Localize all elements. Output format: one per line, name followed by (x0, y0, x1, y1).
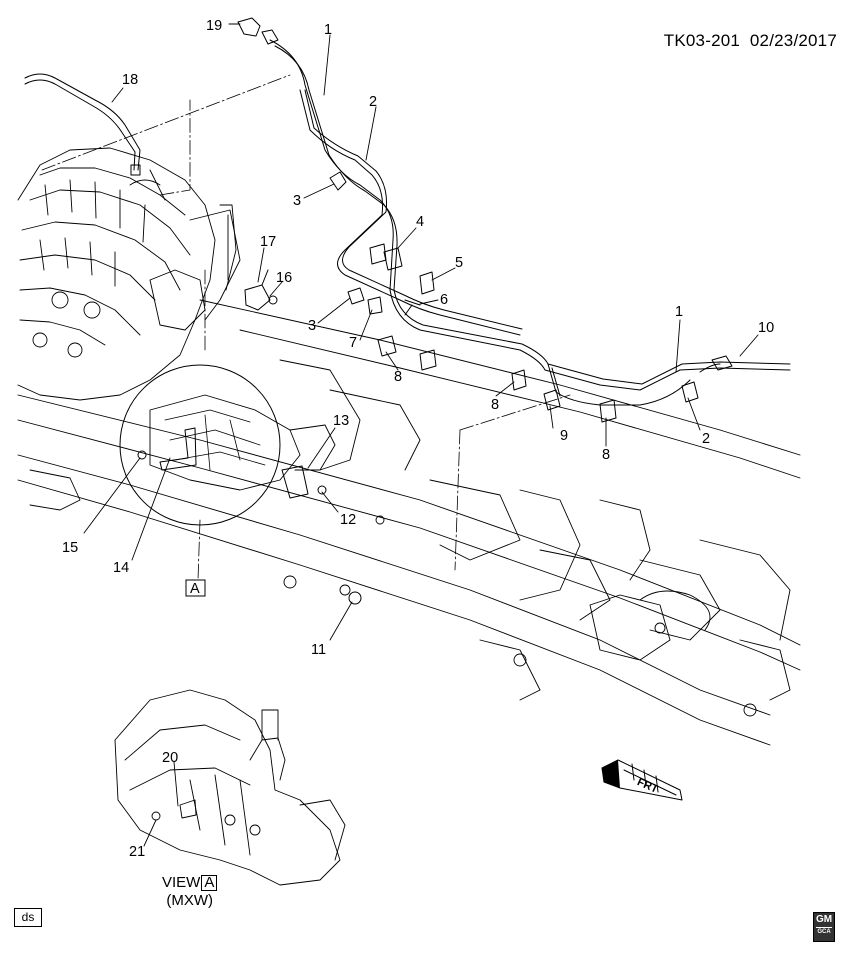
line-end-connector-19 (237, 17, 279, 45)
callout-14: 14 (113, 560, 129, 576)
callout-12: 12 (340, 512, 356, 528)
callout-7: 7 (349, 335, 357, 351)
callout-18: 18 (122, 72, 138, 88)
callout-3b: 3 (308, 318, 316, 334)
callout-19: 19 (206, 18, 222, 34)
view-ref-letter: A (190, 581, 200, 597)
callout-4: 4 (416, 214, 424, 230)
callout-3a: 3 (293, 193, 301, 209)
doc-date: 02/23/2017 (749, 31, 837, 50)
view-a-transmission (114, 689, 346, 886)
callout-6: 6 (440, 292, 448, 308)
gm-logo-text: GM (815, 914, 833, 925)
callout-1b: 1 (675, 304, 683, 320)
callout-2b: 2 (702, 431, 710, 447)
callout-13: 13 (333, 413, 349, 429)
callout-9: 9 (560, 428, 568, 444)
reference-lines (41, 74, 571, 581)
callout-20: 20 (162, 750, 178, 766)
doc-code: TK03-201 (663, 31, 741, 50)
fuel-line-assembly (269, 39, 791, 406)
callout-15: 15 (62, 540, 78, 556)
callout-17: 17 (260, 234, 276, 250)
callout-16: 16 (276, 270, 292, 286)
fuel-line-18 (24, 73, 141, 176)
engine-outline (17, 147, 241, 401)
callout-8c: 8 (602, 447, 610, 463)
callout-8a: 8 (394, 369, 402, 385)
gm-logo-icon: GM GCA (813, 912, 835, 942)
transmission-detail (119, 364, 336, 526)
view-caption-prefix: VIEW (162, 874, 201, 891)
ds-tag: ds (14, 908, 42, 927)
view-caption-letter: A (201, 875, 218, 891)
callout-8b: 8 (491, 397, 499, 413)
callout-2a: 2 (369, 94, 377, 110)
callout-1a: 1 (324, 22, 332, 38)
document-header: TK03-201 02/23/2017 (664, 31, 837, 51)
callout-5: 5 (455, 255, 463, 271)
clips (137, 171, 699, 605)
leader-lines (83, 23, 759, 847)
callout-10: 10 (758, 320, 774, 336)
vehicle-frame (17, 299, 801, 746)
callout-labels: 1 1 2 2 3 3 4 5 6 7 8 8 8 9 10 11 12 13 … (62, 18, 774, 860)
callout-21: 21 (129, 844, 145, 860)
line-end-10 (711, 355, 733, 371)
gm-logo-sub: GCA (816, 927, 832, 935)
view-ref-box (185, 579, 206, 597)
view-caption-variant: (MXW) (166, 892, 213, 909)
callout-11: 11 (311, 642, 326, 658)
front-arrow-icon (601, 759, 683, 801)
